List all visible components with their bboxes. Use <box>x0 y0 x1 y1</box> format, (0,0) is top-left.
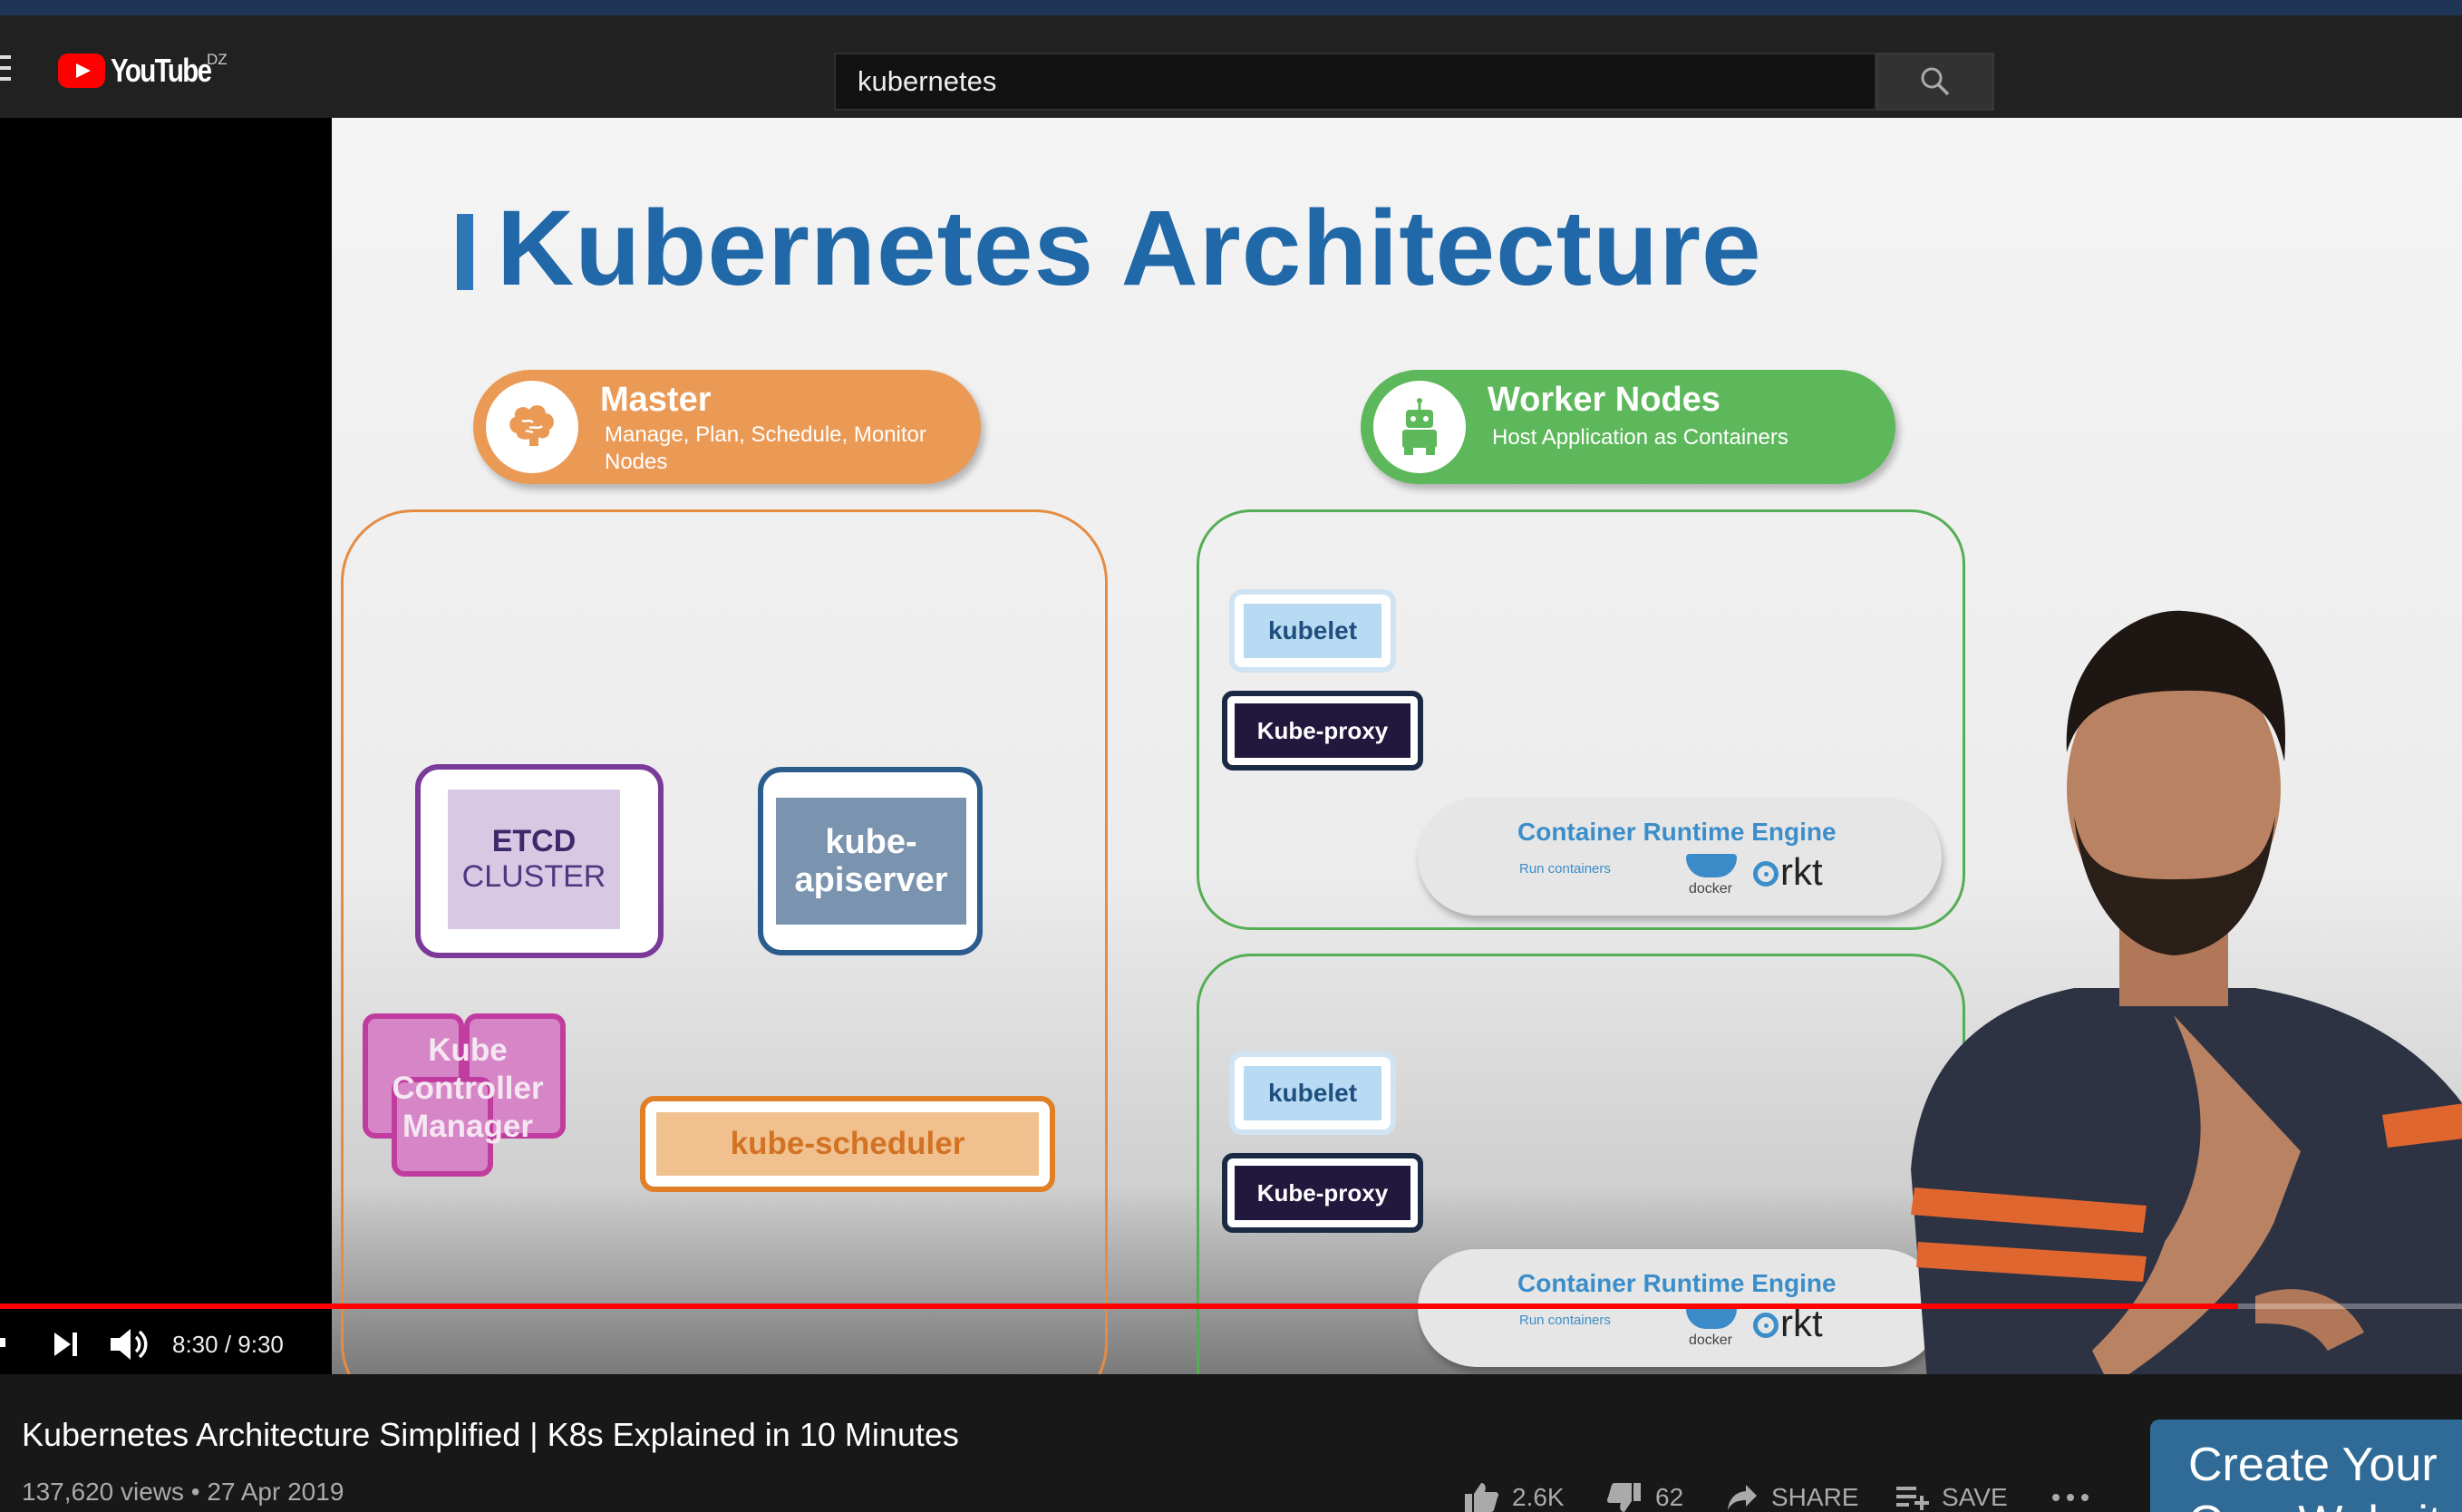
like-count: 2.6K <box>1512 1483 1565 1511</box>
search-icon <box>1921 67 1950 96</box>
kubelet-label-2: kubelet <box>1244 1066 1381 1120</box>
docker-logo-icon: docker <box>1681 1300 1740 1348</box>
search-button[interactable] <box>1876 53 1994 111</box>
menu-icon[interactable] <box>0 55 11 81</box>
worker-node-frame-1 <box>1197 509 1965 930</box>
rkt-label-1: rkt <box>1780 850 1823 893</box>
apiserver-line-1: kube- <box>825 823 917 861</box>
container-runtime-engine-1: Container Runtime Engine Run containers … <box>1418 798 1942 916</box>
thumbs-up-icon <box>1465 1483 1499 1512</box>
country-code: DZ <box>207 51 228 68</box>
play-logo-icon <box>58 53 105 88</box>
video-title: Kubernetes Architecture Simplified | K8s… <box>22 1416 959 1453</box>
video-player[interactable]: Kubernetes Architecture Master Manage, P… <box>0 118 2462 1374</box>
view-count-date: 137,620 views • 27 Apr 2019 <box>22 1478 344 1506</box>
kubelet-label-1: kubelet <box>1244 604 1381 658</box>
worker-title: Worker Nodes <box>1488 381 1720 419</box>
progress-played <box>0 1304 2238 1309</box>
share-icon <box>1728 1485 1757 1510</box>
browser-top-strip <box>0 0 2462 15</box>
slide-title: Kubernetes Architecture <box>497 189 1762 308</box>
thumbs-down-icon <box>1606 1483 1641 1512</box>
kube-controller-manager-box: Kube Controller Manager <box>363 1013 573 1206</box>
share-button[interactable]: SHARE <box>1726 1479 1858 1512</box>
masthead: YouTube DZ <box>0 15 2462 118</box>
ad-headline: Create Your <box>2188 1439 2438 1491</box>
player-controls: 8:30 / 9:30 <box>0 1313 2462 1374</box>
docker-label-2: docker <box>1688 1333 1733 1348</box>
save-button[interactable]: SAVE <box>1896 1479 2008 1512</box>
kube-proxy-label-1: Kube-proxy <box>1235 703 1410 758</box>
kube-apiserver-box: kube- apiserver <box>758 767 983 955</box>
docker-label-1: docker <box>1688 881 1733 897</box>
worker-pill: Worker Nodes Host Application as Contain… <box>1361 370 1895 484</box>
share-label: SHARE <box>1771 1483 1859 1511</box>
worker-subtitle: Host Application as Containers <box>1492 425 1788 450</box>
volume-icon[interactable] <box>109 1327 149 1362</box>
master-title: Master <box>600 381 712 419</box>
kubelet-box-2: kubelet <box>1229 1052 1396 1135</box>
title-accent-bar <box>457 214 473 290</box>
rkt-logo-icon <box>1753 1313 1779 1338</box>
kcm-line-2: Controller <box>392 1071 544 1106</box>
video-info: Kubernetes Architecture Simplified | K8s… <box>0 1374 2462 1512</box>
ad-banner[interactable]: Create Your Own Website <box>2150 1420 2462 1512</box>
etcd-cluster-box: ETCD CLUSTER <box>415 764 664 958</box>
etcd-cluster-label: CLUSTER <box>461 859 606 894</box>
logo-wordmark: YouTube <box>111 52 212 89</box>
youtube-logo[interactable]: YouTube DZ <box>58 51 233 91</box>
docker-logo-icon: docker <box>1681 848 1740 897</box>
apiserver-line-2: apiserver <box>794 861 948 899</box>
kube-scheduler-box: kube-scheduler <box>640 1096 1055 1192</box>
like-button[interactable]: 2.6K <box>1463 1479 1565 1512</box>
next-icon[interactable] <box>53 1331 80 1358</box>
kcm-line-3: Manager <box>402 1109 533 1144</box>
search-input[interactable] <box>836 54 1875 109</box>
master-pill: Master Manage, Plan, Schedule, Monitor N… <box>473 370 981 484</box>
kube-proxy-box-2: Kube-proxy <box>1222 1153 1423 1233</box>
cre-title-2: Container Runtime Engine <box>1517 1269 1837 1297</box>
etcd-label: ETCD <box>491 824 577 858</box>
cre-sub-2: Run containers <box>1519 1313 1611 1328</box>
search-box <box>834 53 1876 111</box>
rkt-logo-icon <box>1753 861 1779 887</box>
dislike-button[interactable]: 62 <box>1606 1479 1683 1512</box>
brain-icon <box>486 381 578 473</box>
cre-sub-1: Run containers <box>1519 861 1611 877</box>
presenter-figure <box>1911 610 2462 1374</box>
kubelet-box-1: kubelet <box>1229 589 1396 673</box>
cre-title-1: Container Runtime Engine <box>1517 818 1837 846</box>
master-node-frame <box>341 509 1108 1374</box>
kube-scheduler-label: kube-scheduler <box>656 1112 1039 1176</box>
save-label: SAVE <box>1942 1483 2008 1511</box>
ad-headline-2: Own Website <box>2188 1496 2462 1512</box>
master-subtitle: Manage, Plan, Schedule, Monitor Nodes <box>605 422 926 474</box>
play-icon[interactable] <box>0 1338 5 1347</box>
kube-proxy-label-2: Kube-proxy <box>1235 1166 1410 1220</box>
playlist-add-icon <box>1896 1487 1929 1510</box>
kube-proxy-box-1: Kube-proxy <box>1222 691 1423 771</box>
robot-icon <box>1373 381 1466 473</box>
dislike-count: 62 <box>1655 1483 1684 1511</box>
time-display: 8:30 / 9:30 <box>172 1331 284 1358</box>
more-actions-icon[interactable] <box>2052 1494 2096 1501</box>
kcm-line-1: Kube <box>428 1032 508 1068</box>
